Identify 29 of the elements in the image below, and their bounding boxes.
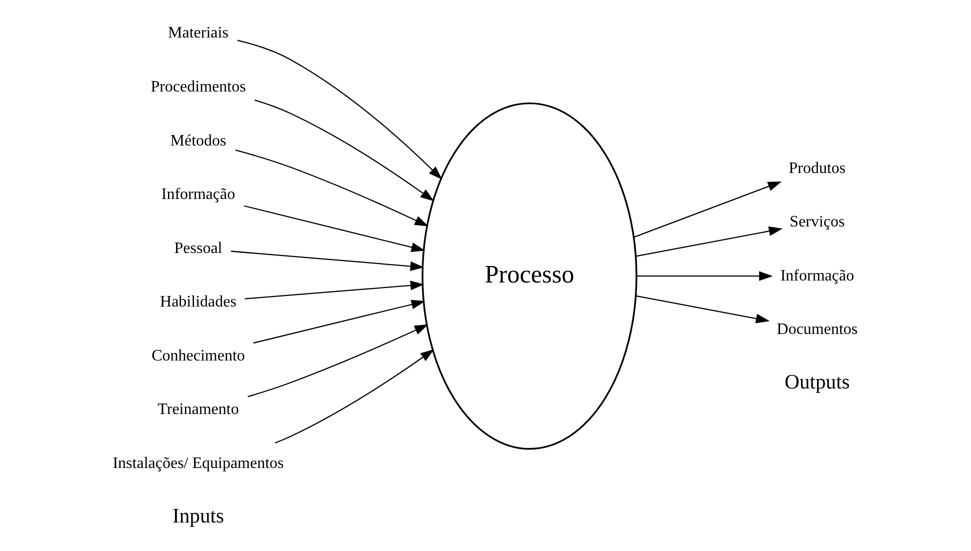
arrow xyxy=(252,300,425,344)
node-text: Produtos xyxy=(788,160,846,177)
arrow xyxy=(244,280,424,300)
arrow xyxy=(636,271,772,281)
arrow xyxy=(274,349,434,444)
label: Inputs xyxy=(172,506,224,528)
arrow xyxy=(243,205,425,252)
node-text: Serviços xyxy=(789,214,844,231)
arrow xyxy=(234,150,428,226)
node-text: Treinamento xyxy=(157,401,238,418)
arrow xyxy=(230,250,424,272)
arrow xyxy=(247,324,428,398)
node-text: Informação xyxy=(160,186,235,204)
arrow xyxy=(636,226,782,257)
node-ellipse: Processo xyxy=(421,102,637,450)
arrow xyxy=(254,100,434,202)
node-text: Métodos xyxy=(170,132,226,150)
node-text: Conhecimento xyxy=(151,347,244,364)
arrow xyxy=(633,182,782,238)
arrow xyxy=(236,40,442,180)
node-text: Informação xyxy=(780,267,854,284)
node-text: Habilidades xyxy=(160,294,236,311)
node-text: Materiais xyxy=(168,24,228,42)
node-text: Instalações/ Equipamentos xyxy=(112,454,284,472)
node-text: Procedimentos xyxy=(150,78,246,96)
node-text: Pessoal xyxy=(174,240,222,257)
label: Outputs xyxy=(784,372,850,394)
node-text: Documentos xyxy=(776,321,858,338)
arrow xyxy=(636,295,770,324)
